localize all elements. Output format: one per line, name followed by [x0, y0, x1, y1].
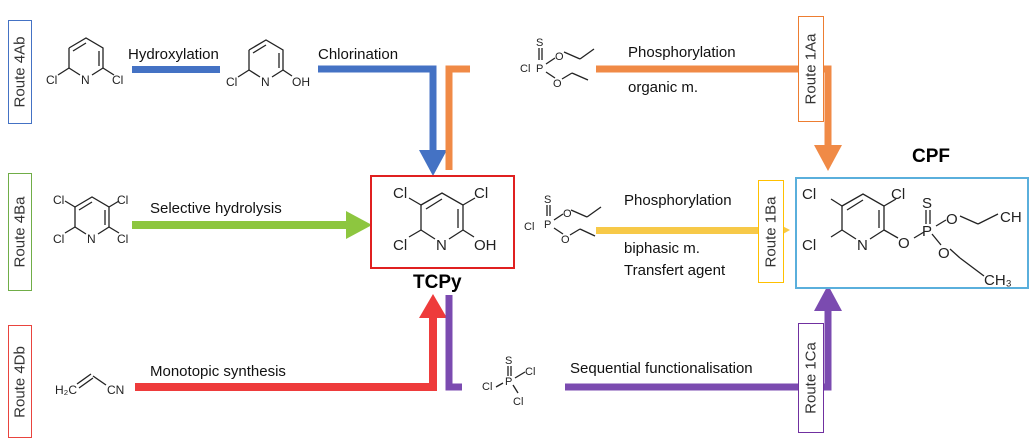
atom-cl-cpf-3: Cl: [802, 237, 816, 254]
atom-cl-tcpy-3: Cl: [393, 237, 407, 254]
atom-cl-tcp-3: Cl: [53, 232, 64, 246]
atom-o-cpf-aryl: O: [898, 235, 910, 252]
step-sequential-functionalisation: Sequential functionalisation: [570, 360, 753, 377]
cpf-label: CPF: [912, 146, 950, 167]
atom-p-psc: P: [505, 376, 512, 388]
red-arrowhead-up: [419, 294, 447, 318]
route-1ba-box: Route 1Ba: [758, 180, 784, 283]
atom-cl-tcp-1: Cl: [53, 193, 64, 207]
molecule-chloropyridinol: N Cl OH: [226, 39, 310, 89]
step-monotopic-synthesis: Monotopic synthesis: [150, 363, 286, 380]
route-1aa-box: Route 1Aa: [798, 16, 824, 122]
atom-h2c: H₂C: [55, 383, 77, 397]
molecule-acrylonitrile: H₂C CN: [55, 373, 124, 397]
tcpy-label: TCPy: [413, 272, 462, 293]
molecule-dichloropyridine: N Cl Cl: [46, 37, 123, 87]
atom-s-cpf: S: [922, 195, 932, 212]
atom-cl-mid: Cl: [524, 221, 534, 233]
orange-arrowhead-down: [814, 145, 842, 171]
step-organic-medium: organic m.: [628, 79, 699, 96]
red-arrow-monotopic-synthesis: [135, 318, 437, 391]
step-phosphorylation-biphasic: Phosphorylation: [624, 192, 732, 209]
atom-ch3-cpf-lower: CH₃: [984, 272, 1012, 289]
step-transfer-agent: Transfert agent: [624, 262, 726, 279]
atom-o-top-upper: O: [555, 51, 564, 63]
molecule-diethyl-chlorothiophosphate-middle: S P Cl O O: [524, 194, 602, 246]
blue-arrow-hydroxylation: [132, 66, 220, 73]
atom-cl-cpf-1: Cl: [802, 186, 816, 203]
molecule-thiophosphoryl-chloride: S P Cl Cl Cl: [482, 355, 535, 408]
purple-arrowhead-up: [814, 285, 842, 311]
atom-cl-cpf-2: Cl: [891, 186, 905, 203]
atom-cl-psc-right: Cl: [525, 366, 535, 378]
atom-n-tcpy: N: [436, 237, 447, 254]
molecule-tetrachloropyridine: N Cl Cl Cl Cl: [53, 193, 128, 246]
atom-s-top: S: [536, 37, 543, 49]
green-arrow-selective-hydrolysis: [132, 221, 347, 229]
cpf-frame: [795, 177, 1029, 289]
blue-arrow-chlorination: [318, 65, 437, 150]
atom-cl-top: Cl: [520, 63, 530, 75]
atom-p-top: P: [536, 63, 543, 75]
atom-cl-tcpy-2: Cl: [474, 185, 488, 202]
atom-o-top-lower: O: [553, 78, 562, 90]
atom-s-psc: S: [505, 355, 512, 367]
atom-cl-psc-bottom: Cl: [513, 396, 523, 408]
atom-s-mid: S: [544, 194, 551, 206]
atom-o-mid-upper: O: [563, 208, 572, 220]
atom-cn: CN: [107, 383, 124, 397]
route-4ab-box: Route 4Ab: [8, 20, 32, 124]
atom-p-cpf: P: [922, 223, 932, 240]
green-arrowhead-right: [346, 211, 372, 239]
purple-bracket-from-tcpy: [445, 295, 462, 391]
tcpy-frame: [370, 175, 515, 269]
step-chlorination: Chlorination: [318, 46, 399, 63]
orange-bracket-from-tcpy: [445, 65, 470, 170]
purple-arrow-sequential-functionalisation: [565, 311, 832, 391]
atom-o-cpf-lower: O: [938, 245, 950, 262]
atom-oh-tcpy: OH: [474, 237, 497, 254]
step-hydroxylation: Hydroxylation: [128, 46, 219, 63]
molecule-cpf: N Cl Cl Cl O P S O O CH CH₃: [802, 186, 1022, 289]
orange-arrow-phosphorylation-organic: [596, 65, 832, 145]
atom-o-mid-lower: O: [561, 234, 570, 246]
route-1ca-box: Route 1Ca: [798, 323, 824, 433]
atom-n-cpf: N: [857, 237, 868, 254]
blue-arrowhead-down: [419, 150, 447, 176]
step-biphasic-medium: biphasic m.: [624, 240, 700, 257]
route-4ba-box: Route 4Ba: [8, 173, 32, 291]
atom-cl-dcp-left: Cl: [46, 73, 57, 87]
atom-n-dcp: N: [81, 73, 90, 87]
molecule-diethyl-chlorothiophosphate-top: S P Cl O O: [520, 37, 595, 90]
atom-ch3-cpf-upper: CH: [1000, 209, 1022, 226]
atom-cl-tcpy-1: Cl: [393, 185, 407, 202]
atom-cl-tcp-2: Cl: [117, 193, 128, 207]
atom-cl-cp: Cl: [226, 75, 237, 89]
atom-n-tcp: N: [87, 232, 96, 246]
atom-p-mid: P: [544, 219, 551, 231]
route-4db-box: Route 4Db: [8, 325, 32, 438]
atom-cl-tcp-4: Cl: [117, 232, 128, 246]
step-selective-hydrolysis: Selective hydrolysis: [150, 200, 282, 217]
molecule-tcpy: N Cl Cl Cl OH: [393, 185, 497, 254]
step-phosphorylation-organic: Phosphorylation: [628, 44, 736, 61]
yellow-arrow-phosphorylation-biphasic: [596, 227, 768, 234]
atom-n-cp: N: [261, 75, 270, 89]
atom-cl-psc-left: Cl: [482, 381, 492, 393]
atom-cl-dcp-right: Cl: [112, 73, 123, 87]
atom-o-cpf-upper: O: [946, 211, 958, 228]
atom-oh-cp: OH: [292, 75, 310, 89]
